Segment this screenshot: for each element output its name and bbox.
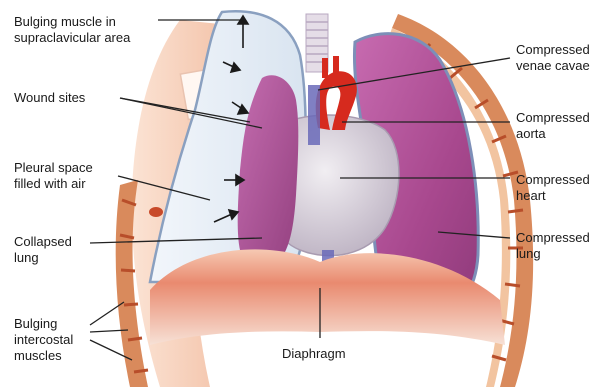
label-bulging-muscle: Bulging muscle in supraclavicular area [14, 14, 130, 46]
label-wound-sites: Wound sites [14, 90, 85, 106]
label-compressed-heart: Compressed heart [516, 172, 590, 204]
aortic-branch-1 [322, 58, 328, 78]
label-compressed-lung: Compressed lung [516, 230, 590, 262]
label-diaphragm: Diaphragm [282, 346, 346, 362]
venae-cavae [308, 85, 320, 145]
label-collapsed-lung: Collapsed lung [14, 234, 72, 266]
label-compressed-aorta: Compressed aorta [516, 110, 590, 142]
label-bulging-intercostal: Bulging intercostal muscles [14, 316, 73, 364]
label-compressed-venae-cavae: Compressed venae cavae [516, 42, 590, 74]
wound-site-lower [149, 207, 163, 217]
label-pleural-space: Pleural space filled with air [14, 160, 93, 192]
aortic-branch-2 [333, 56, 339, 74]
